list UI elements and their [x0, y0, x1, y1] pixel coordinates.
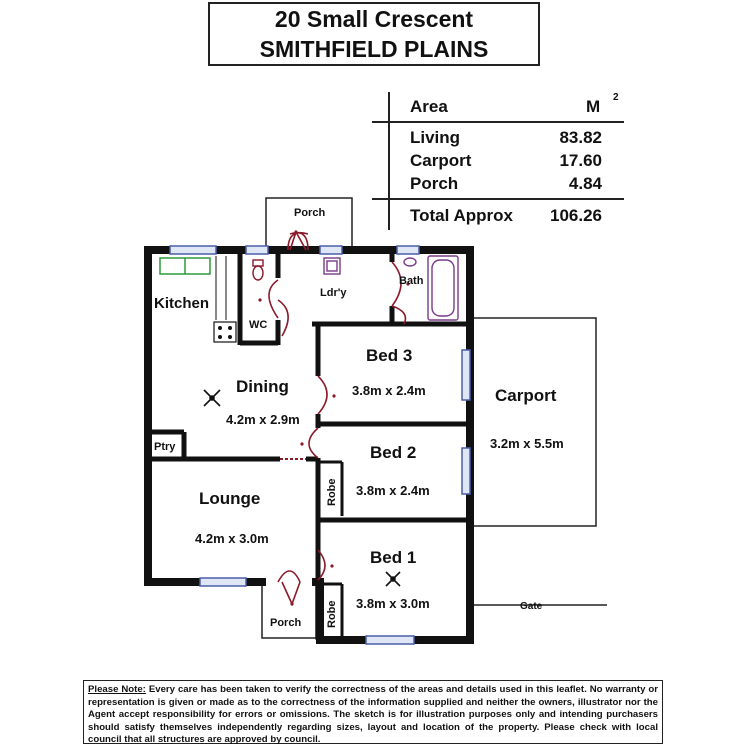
ldry-label: Ldr'y	[320, 287, 347, 299]
bed2-size: 3.8m x 2.4m	[356, 483, 430, 498]
bed2-name: Bed 2	[370, 443, 416, 462]
area-row-label: Porch	[410, 174, 459, 193]
kitchen-label: Kitchen	[154, 295, 209, 312]
title-box: 20 Small Crescent SMITHFIELD PLAINS	[208, 2, 540, 66]
fan-icon	[203, 389, 221, 407]
disclaimer-note: Please Note: Every care has been taken t…	[83, 680, 663, 746]
area-row-label: Carport	[410, 151, 472, 170]
area-table-header-rule	[372, 121, 624, 123]
fan-icon	[385, 571, 401, 587]
area-table-vertical-rule	[388, 92, 390, 230]
area-header-unit-sup: 2	[613, 92, 619, 103]
area-row-label: Living	[410, 128, 461, 147]
note-heading: Please Note:	[88, 684, 146, 695]
gate-label: Gate	[520, 601, 543, 612]
area-total-value: 106.26	[550, 206, 602, 225]
lounge-name: Lounge	[199, 489, 260, 508]
bath-label: Bath	[399, 275, 424, 287]
lounge-size: 4.2m x 3.0m	[195, 531, 269, 546]
interior-walls	[148, 250, 470, 640]
windows	[169, 245, 471, 645]
area-row-value: 4.84	[568, 174, 602, 193]
dining-name: Dining	[236, 377, 289, 396]
kitchen-sink	[159, 257, 211, 275]
porch-top-outline	[265, 197, 353, 246]
area-header-label: Area	[410, 97, 448, 116]
robe-label: Robe	[326, 601, 338, 629]
cooktop	[213, 321, 237, 343]
area-table-total-rule	[372, 198, 624, 200]
area-header-unit: M	[586, 97, 601, 116]
porch-top-label: Porch	[294, 207, 325, 219]
area-table: Area M 2 Living 83.82 Carport 17.60 Porc…	[372, 92, 624, 230]
bed3-name: Bed 3	[366, 346, 412, 365]
toilet	[252, 259, 264, 281]
address-line: 20 Small Crescent	[274, 6, 474, 32]
bed1-size: 3.8m x 3.0m	[356, 596, 430, 611]
carport-name: Carport	[495, 386, 557, 405]
porch-bottom-outline	[261, 582, 317, 639]
laundry-tub	[323, 257, 341, 275]
ptry-label: Ptry	[154, 441, 176, 453]
wc-label: WC	[249, 319, 267, 331]
dining-size: 4.2m x 2.9m	[226, 412, 300, 427]
basin	[403, 257, 417, 267]
carport-outline	[468, 317, 597, 527]
area-row-value: 17.60	[559, 151, 602, 170]
robes	[318, 460, 344, 638]
bathtub	[427, 255, 459, 321]
bed1-name: Bed 1	[370, 548, 416, 567]
kitchen-bench	[215, 256, 227, 320]
robe-label: Robe	[326, 479, 338, 507]
area-row-value: 83.82	[559, 128, 602, 147]
area-total-label: Total Approx	[410, 206, 513, 225]
note-text: Every care has been taken to verify the …	[88, 684, 658, 746]
bed3-size: 3.8m x 2.4m	[352, 383, 426, 398]
carport-size: 3.2m x 5.5m	[490, 436, 564, 451]
porch-bottom-label: Porch	[270, 617, 301, 629]
suburb-line: SMITHFIELD PLAINS	[259, 36, 489, 62]
door-hinge-marks	[258, 230, 410, 606]
